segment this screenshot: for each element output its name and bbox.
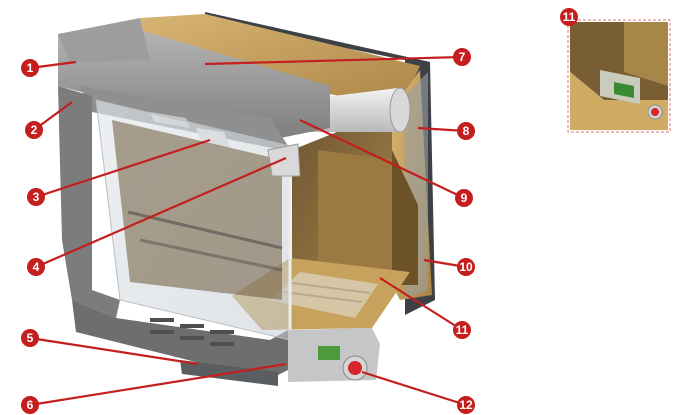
callout-circle (453, 48, 471, 66)
bottom-air-vents (150, 318, 234, 346)
callout-number: 4 (33, 260, 40, 274)
callout-number: 12 (459, 398, 473, 412)
callout-number: 3 (33, 190, 40, 204)
callout-badge-8: 8 (457, 122, 475, 140)
callout-badge-9: 9 (455, 189, 473, 207)
callout-badge-2: 2 (25, 121, 43, 139)
callout-line-5 (29, 336, 199, 366)
callout-badge-7: 7 (453, 48, 471, 66)
callout-circle (457, 396, 475, 414)
callout-lines (29, 55, 467, 407)
callout-line-11 (379, 277, 463, 331)
callout-line-9 (299, 119, 465, 199)
callout-badge-5: 5 (21, 329, 39, 347)
callout-circle (457, 122, 475, 140)
callout-line-12 (361, 370, 467, 407)
callout-number: 2 (31, 123, 38, 137)
callout-number: 9 (461, 191, 468, 205)
callout-badge-11: 11 (453, 321, 471, 339)
door-frame-left (58, 86, 120, 318)
callout-badge-12: 12 (457, 396, 475, 414)
callout-number: 10 (459, 260, 473, 274)
firebox-visible (112, 120, 282, 300)
air-sensor (318, 346, 340, 360)
callout-circle (455, 189, 473, 207)
callout-number: 1 (27, 61, 34, 75)
firebox-side-wall (318, 150, 395, 285)
callout-number: 8 (463, 124, 470, 138)
callout-badge-10: 10 (457, 258, 475, 276)
top-frame-top (58, 18, 150, 62)
control-knob (342, 355, 368, 381)
inset-detail (567, 19, 671, 133)
callout-line-4 (35, 156, 287, 269)
callout-number: 11 (456, 323, 469, 337)
callout-number: 6 (27, 398, 34, 412)
callout-line-6 (29, 362, 287, 407)
fireplace-illustration (58, 12, 435, 386)
callout-line-3 (35, 138, 211, 199)
callout-circle (27, 188, 45, 206)
inset-floor (570, 72, 668, 130)
callout-circle (453, 321, 471, 339)
callout-circle (457, 258, 475, 276)
callout-circle (25, 121, 43, 139)
callout-number: 5 (27, 331, 34, 345)
callout-circle (21, 329, 39, 347)
callout-circle (560, 8, 578, 26)
callout-line-7 (204, 55, 463, 66)
callout-badge-3: 3 (27, 188, 45, 206)
callout-circle (21, 59, 39, 77)
callout-badge-4: 4 (27, 258, 45, 276)
callout-number: 7 (459, 50, 466, 64)
inset-callout-badge: 11 (560, 8, 578, 26)
inset-callout-number: 11 (563, 10, 576, 24)
callout-badge-6: 6 (21, 396, 39, 414)
firebox-side-shade (392, 150, 418, 285)
callout-circle (27, 258, 45, 276)
callout-circle (21, 396, 39, 414)
callout-badge-1: 1 (21, 59, 39, 77)
